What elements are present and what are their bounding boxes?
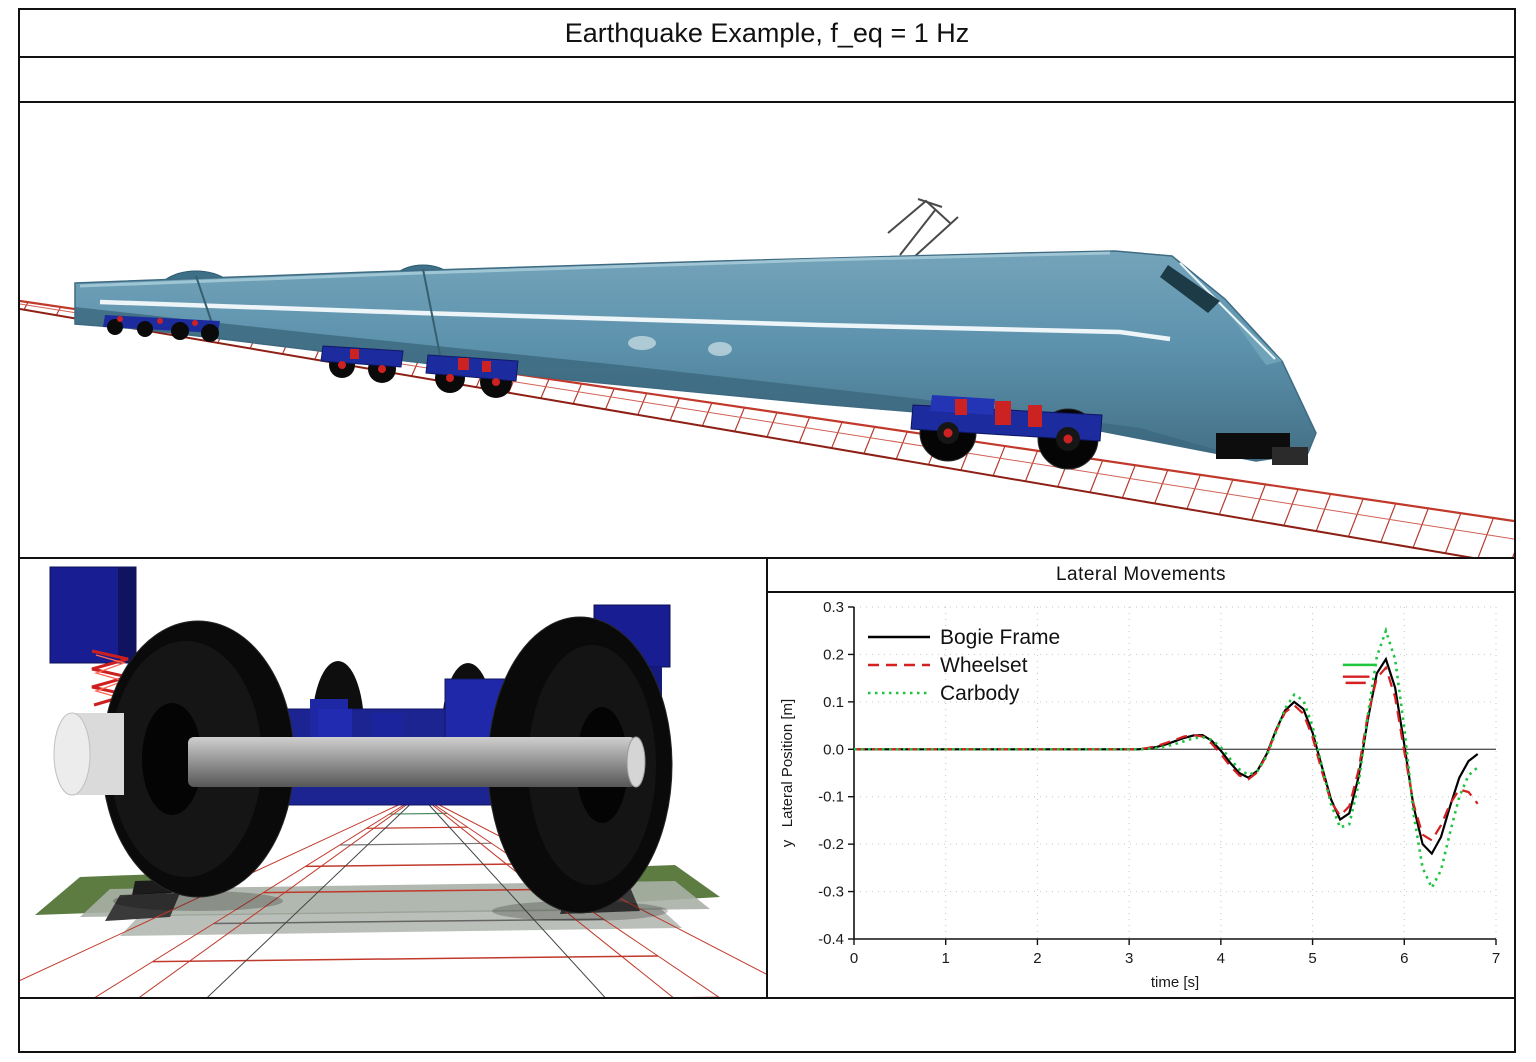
chart-panel: Lateral Movements 0 1 2 3 4 5 6 7 0.3 0.2 0.1 0.0 -0…: [768, 559, 1514, 997]
x-tick-label: 1: [942, 950, 950, 967]
train-3d-view: [20, 198, 1514, 557]
wheel-shadow: [113, 891, 283, 911]
rail-near: [20, 308, 1474, 557]
x-tick-label: 4: [1217, 950, 1225, 967]
footer-band: [20, 999, 1514, 1051]
y-tick-label: -0.4: [818, 931, 844, 948]
bottom-panels: Lateral Movements 0 1 2 3 4 5 6 7 0.3 0.2 0.1 0.0 -0…: [20, 559, 1514, 999]
x-tick-label: 0: [850, 950, 858, 967]
cab-window: [1160, 265, 1220, 313]
y-tick-label: -0.3: [818, 884, 844, 901]
y-tick-label: -0.2: [818, 836, 844, 853]
x-tick-label: 5: [1308, 950, 1316, 967]
legend-label: Carbody: [940, 682, 1020, 705]
x-axis-label: time [s]: [1151, 974, 1199, 991]
coupler-head: [1272, 447, 1308, 465]
rail-left-foot: [105, 893, 180, 921]
middle-bogie: [320, 345, 404, 383]
windshield-reflection: [1179, 262, 1276, 360]
lateral-movements-plot: 0 1 2 3 4 5 6 7 0.3 0.2 0.1 0.0 -0.1 -0.2 -0.3 -0.4 time…: [779, 599, 1500, 991]
x-tick-label: 2: [1033, 950, 1041, 967]
middle-bogie: [425, 354, 519, 398]
suspension-box-left-shade: [118, 567, 136, 663]
window-frame: Earthquake Example, f_eq = 1 Hz: [18, 8, 1516, 1053]
legend-label: Wheelset: [940, 654, 1028, 677]
series-wheelset: [854, 665, 1479, 842]
wheelset-3d-view: [20, 566, 766, 997]
y-tick-label: 0.2: [823, 646, 844, 663]
wheel-left-hub: [142, 703, 202, 815]
y-tick-label: 0.0: [823, 741, 844, 758]
body-stripe: [99, 299, 1171, 342]
front-bogie: [910, 395, 1103, 470]
x-tick-label: 6: [1400, 950, 1408, 967]
window-title: Earthquake Example, f_eq = 1 Hz: [20, 10, 1514, 58]
header-band: [20, 58, 1514, 103]
decal: [628, 336, 656, 350]
legend-label: Bogie Frame: [940, 626, 1060, 649]
chart-body: 0 1 2 3 4 5 6 7 0.3 0.2 0.1 0.0 -0.1 -0.2 -0.3 -0.4 time…: [768, 593, 1514, 997]
decal: [708, 342, 732, 356]
axlebox-cap: [53, 712, 91, 796]
rear-bogies: [103, 315, 220, 342]
x-tick-label: 7: [1492, 950, 1500, 967]
y-tick-label: 0.3: [823, 599, 844, 616]
y-tick-label: -0.1: [818, 789, 844, 806]
axle-end-cap: [626, 736, 646, 788]
y-tick-label: 0.1: [823, 694, 844, 711]
train-underside: [75, 307, 1256, 461]
axle: [188, 737, 636, 787]
chart-title: Lateral Movements: [768, 559, 1514, 593]
roof-highlight: [79, 251, 1111, 288]
train-3d-viewport[interactable]: [20, 103, 1514, 559]
car-seam: [422, 268, 441, 356]
pantograph: [887, 198, 959, 259]
wheelset-assembly: [49, 566, 673, 914]
y-axis-label: y Lateral Position [m]: [779, 699, 796, 847]
x-tick-label: 3: [1125, 950, 1133, 967]
series-carbody: [854, 626, 1479, 891]
wheelset-3d-viewport[interactable]: [20, 559, 768, 997]
train: [74, 198, 1317, 470]
coil-spring-left-highlight: [93, 654, 127, 700]
